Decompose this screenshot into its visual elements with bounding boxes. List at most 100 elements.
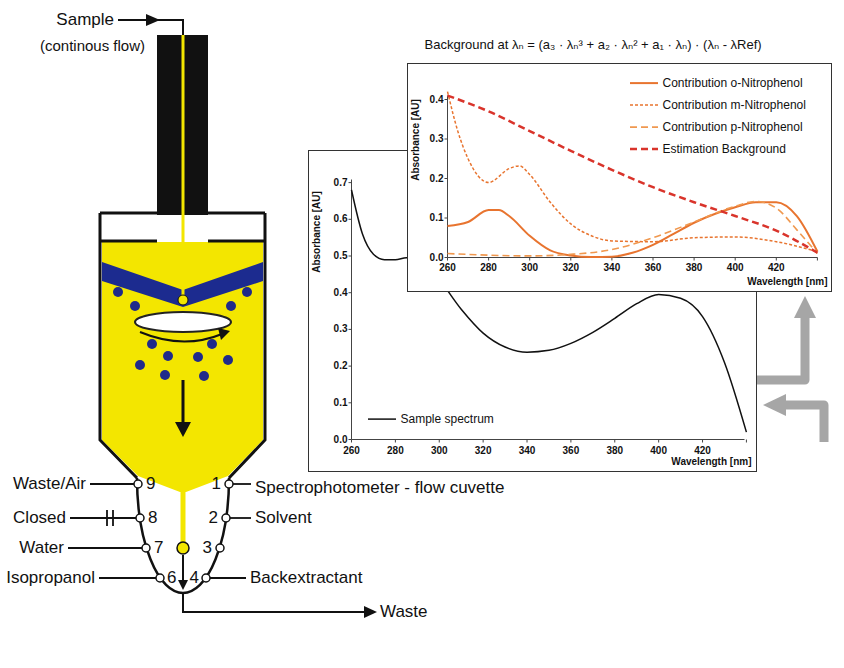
plunger-head — [100, 213, 265, 241]
axis-title: Wavelength [nm] — [747, 276, 827, 288]
tick-label: 0.2 — [334, 360, 348, 372]
legend-text: Contribution o-Nitrophenol — [663, 76, 803, 90]
axis-tick — [349, 256, 352, 257]
tick-label: 0.1 — [334, 397, 348, 409]
formula-heading: Background at λₙ = (a₃ · λₙ³ + a₂ · λₙ² … — [425, 37, 762, 52]
port-label: 3 — [203, 538, 212, 558]
process-arrow — [757, 318, 805, 380]
legend-sample — [368, 414, 396, 424]
axis-tick — [529, 258, 530, 261]
tick-label: 0.7 — [334, 177, 348, 189]
tick-label: 280 — [480, 262, 497, 274]
stirrer — [135, 312, 231, 332]
tick-label: 0.2 — [430, 173, 444, 185]
axis-tick — [702, 440, 703, 443]
inlet-arrow — [146, 14, 160, 26]
tick-label: 340 — [604, 262, 621, 274]
tick-label: 0.3 — [430, 133, 444, 145]
tick-label: 400 — [650, 445, 667, 457]
spectrum-curve — [448, 202, 818, 257]
tick-label: 380 — [686, 262, 703, 274]
axis-tick — [776, 258, 777, 261]
port-label: Solvent — [255, 508, 312, 528]
legend-sample — [630, 122, 658, 132]
axis-tick — [445, 218, 448, 219]
port-label: Water — [19, 538, 64, 558]
axis-line — [448, 96, 818, 258]
port-label: 6 — [167, 568, 176, 588]
axis-tick — [349, 402, 352, 403]
tick-label: 320 — [475, 445, 492, 457]
legend-line — [630, 105, 658, 107]
tick-label: 0.3 — [334, 324, 348, 336]
axis-tick — [395, 440, 396, 443]
spectrum-curve — [448, 201, 818, 256]
axis-tick — [445, 139, 448, 140]
valve-port — [134, 480, 233, 582]
axis-tick — [653, 258, 654, 261]
axis-title: Wavelength [nm] — [671, 456, 751, 468]
axis-tick — [694, 258, 695, 261]
tick-label: 260 — [439, 262, 456, 274]
axis-tick — [439, 440, 440, 443]
process-arrow-head — [763, 394, 786, 416]
valve-outlet-arrow — [182, 555, 184, 582]
legend-sample — [630, 78, 658, 88]
legend-item: Contribution o-Nitrophenol — [630, 77, 803, 91]
legend-line — [630, 127, 658, 129]
legend-item: Contribution p-Nitrophenol — [630, 121, 803, 135]
port-label: Spectrophotometer - flow cuvette — [255, 478, 504, 498]
tick-label: 320 — [562, 262, 579, 274]
legend-line — [630, 82, 658, 84]
axis-tick — [735, 258, 736, 261]
axis-tick — [351, 440, 352, 443]
port-label: 7 — [154, 538, 163, 558]
tick-label: 380 — [606, 445, 623, 457]
port-label: (continous flow) — [40, 37, 145, 54]
valve-body — [137, 478, 229, 593]
port-label: 9 — [146, 474, 155, 494]
axis-tick — [349, 182, 352, 183]
axis-tick — [570, 258, 571, 261]
axis-tick — [445, 178, 448, 179]
tick-label: 360 — [645, 262, 662, 274]
axis-tick — [349, 329, 352, 330]
port-label: 2 — [209, 508, 218, 528]
flow-arrow — [182, 380, 185, 424]
tick-label: 260 — [343, 445, 360, 457]
spectrum-curve — [448, 92, 818, 252]
waste-arrow — [364, 606, 377, 618]
port-lines — [68, 484, 251, 578]
waste-line — [183, 594, 366, 612]
legend-line — [368, 419, 396, 421]
stir-arrow — [140, 332, 222, 342]
port-label: Sample — [56, 10, 114, 30]
spectrum-curve — [448, 96, 818, 253]
valve-outlet-head — [178, 580, 188, 590]
legend-item: Sample spectrum — [368, 413, 494, 427]
tick-label: 0.1 — [430, 212, 444, 224]
tick-label: 300 — [431, 445, 448, 457]
valve-channel — [181, 490, 186, 542]
port-label: Isopropanol — [6, 568, 95, 588]
legend-sample — [630, 100, 658, 110]
axis-title: Absorbance [AU] — [311, 191, 323, 273]
tick-label: 0.6 — [334, 214, 348, 226]
tick-label: 420 — [694, 445, 711, 457]
port-label: Backextractant — [250, 568, 362, 588]
axis-tick — [349, 292, 352, 293]
sample-capillary — [182, 35, 185, 296]
axis-tick — [658, 440, 659, 443]
tick-label: 0.0 — [430, 252, 444, 264]
legend-item: Estimation Background — [630, 143, 786, 157]
legend-text: Contribution m-Nitrophenol — [663, 98, 806, 112]
axis-tick — [611, 258, 612, 261]
axis-tick — [614, 440, 615, 443]
axis-tick — [447, 258, 448, 261]
legend-line — [630, 148, 658, 151]
axis-tick — [746, 440, 747, 443]
port-label: 8 — [148, 508, 157, 528]
axis-title: Absorbance [AU] — [410, 99, 422, 181]
legend-text: Estimation Background — [663, 142, 786, 156]
tick-label: 0.4 — [430, 94, 444, 106]
